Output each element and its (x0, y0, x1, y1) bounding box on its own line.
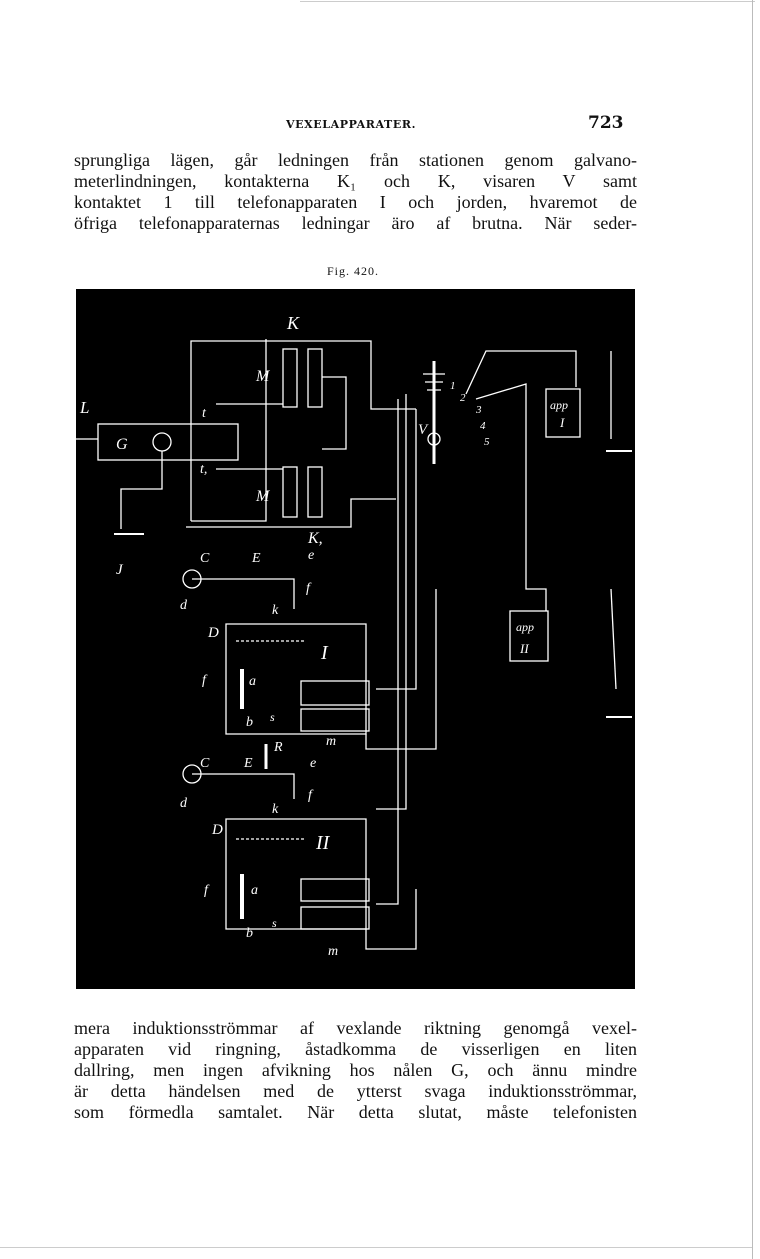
page-edge-bottom (0, 1247, 752, 1248)
label-J: J (116, 562, 124, 578)
paragraph-top: sprungliga lägen, går ledningen från sta… (74, 150, 637, 234)
wire (376, 399, 399, 905)
paragraph-bottom: mera induktionsströmmar af vexlande rikt… (74, 1018, 637, 1123)
label-contact-5: 5 (484, 436, 490, 448)
label-s: s (272, 916, 277, 930)
magnet-coil (300, 906, 370, 930)
coil-M1-left (282, 466, 298, 518)
galvanometer-box (97, 423, 239, 461)
label-E: E (243, 756, 253, 771)
label-b: b (246, 926, 253, 941)
label-contact-4: 4 (480, 420, 486, 432)
label-M: M (255, 368, 271, 385)
apparatus-II-case (225, 818, 367, 930)
label-contact-2: 2 (460, 392, 466, 404)
text-line: meterlindningen, kontakterna K₁ och K, v… (74, 171, 637, 191)
app-II-box (509, 610, 549, 662)
label-f1: f (204, 883, 210, 898)
label-s: s (270, 710, 275, 724)
label-C: C (200, 551, 210, 566)
magnet-m (300, 680, 370, 706)
label-R: R (273, 740, 283, 755)
label-E: E (251, 551, 261, 566)
label-D: D (211, 822, 223, 838)
label-d: d (180, 598, 188, 613)
label-f: f (306, 581, 312, 596)
coil-M1-right (307, 466, 323, 518)
text-line: öfriga telefonapparaternas ledningar äro… (74, 213, 637, 233)
label-G: G (116, 436, 128, 453)
app-I-box (545, 388, 581, 438)
text-line: mera induktionsströmmar af vexlande rikt… (74, 1018, 637, 1038)
label-K: K (286, 313, 300, 333)
label-t1: t, (200, 462, 207, 477)
wire (190, 340, 416, 521)
label-C: C (200, 756, 210, 771)
running-head: VEXELAPPARATER. (286, 118, 416, 131)
label-app-II: app (516, 620, 534, 634)
label-a: a (249, 674, 256, 689)
page-edge-top (300, 1, 755, 2)
pivot (427, 432, 441, 446)
lever-E (192, 773, 295, 799)
text-line: som förmedla samtalet. När detta slutat,… (74, 1102, 637, 1122)
label-m: m (328, 944, 338, 959)
label-d: d (180, 796, 188, 811)
label-k: k (272, 603, 279, 618)
text-line: kontaktet 1 till telefonapparaten I och … (74, 192, 637, 212)
label-contact-3: 3 (475, 404, 482, 416)
text-line: är detta händelsen med de ytterst svaga … (74, 1081, 637, 1101)
label-k: k (272, 802, 279, 817)
coil-M-right (307, 348, 323, 408)
label-f1: f (202, 673, 208, 688)
text-line: apparaten vid ringning, åstadkomma de vi… (74, 1039, 637, 1059)
galvanometer-needle (152, 432, 172, 452)
switch-V-handle (423, 373, 445, 391)
label-D: D (207, 625, 219, 641)
wire (376, 409, 417, 690)
label-contact-1: 1 (450, 380, 456, 392)
wire (365, 589, 437, 750)
magnet-m (300, 878, 370, 902)
label-L: L (79, 398, 89, 417)
label-e: e (308, 548, 314, 563)
wire (365, 889, 417, 950)
figure-caption: Fig. 420. (327, 264, 380, 278)
label-t: t (202, 406, 207, 421)
label-e: e (310, 756, 316, 771)
label-a: a (251, 883, 258, 898)
label-app-I-num: I (559, 415, 565, 430)
label-app-I: app (550, 398, 568, 412)
lever-E (192, 578, 295, 609)
page-edge-right (752, 0, 753, 1259)
label-m: m (326, 734, 336, 749)
label-f: f (308, 788, 314, 803)
wire (191, 339, 267, 522)
page-number: 723 (588, 113, 624, 133)
wire (465, 350, 577, 395)
wire (322, 376, 347, 450)
wire (120, 451, 163, 529)
wire (610, 588, 617, 690)
circuit-diagram: K M M K, L G t t, J V 1 2 3 4 5 app I ap… (76, 313, 632, 959)
coil-M-left (282, 348, 298, 408)
label-b: b (246, 715, 253, 730)
text-line: sprungliga lägen, går ledningen från sta… (74, 150, 637, 170)
label-V: V (418, 422, 429, 438)
label-M1: M (255, 488, 271, 505)
magnet-coil (300, 708, 370, 732)
label-unit-II: II (315, 832, 331, 854)
label-unit-I: I (320, 642, 329, 664)
wire (376, 394, 407, 810)
label-K1: K, (307, 530, 323, 547)
text-line: dallring, men ingen afvikning hos nålen … (74, 1060, 637, 1080)
wire (186, 498, 396, 528)
circuit-figure: K M M K, L G t t, J V 1 2 3 4 5 app I ap… (76, 289, 635, 989)
label-app-II-num: II (519, 641, 529, 656)
wire (475, 383, 547, 611)
